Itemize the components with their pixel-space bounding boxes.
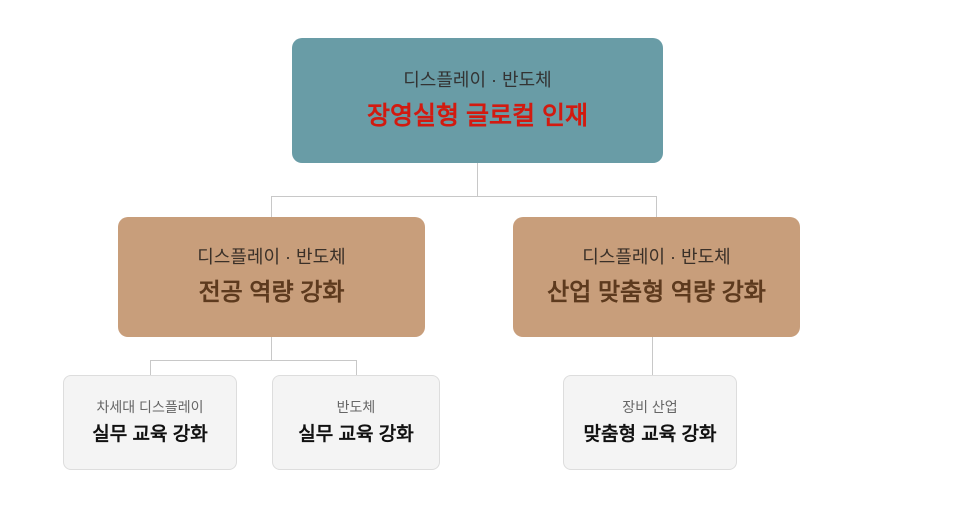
- leaf-node-subtitle: 차세대 디스플레이: [96, 398, 204, 415]
- connector-level3-left-stub: [150, 360, 151, 375]
- connector-level3-mid-stub: [356, 360, 357, 375]
- leaf-node-title: 실무 교육 강화: [298, 423, 414, 445]
- branch-node-subtitle: 디스플레이 · 반도체: [197, 246, 346, 267]
- connector-level2-across: [271, 196, 657, 197]
- root-node: 디스플레이 · 반도체 장영실형 글로컬 인재: [292, 38, 663, 163]
- connector-level3-across: [150, 360, 356, 361]
- leaf-node-title: 맞춤형 교육 강화: [583, 423, 717, 445]
- root-node-subtitle: 디스플레이 · 반도체: [403, 69, 552, 90]
- branch-node-industry-competency: 디스플레이 · 반도체 산업 맞춤형 역량 강화: [513, 217, 800, 337]
- leaf-node-subtitle: 반도체: [336, 398, 376, 415]
- connector-root-down: [477, 163, 478, 196]
- leaf-node-title: 실무 교육 강화: [92, 423, 208, 445]
- leaf-node-semiconductor: 반도체 실무 교육 강화: [272, 375, 440, 470]
- branch-node-major-competency: 디스플레이 · 반도체 전공 역량 강화: [118, 217, 425, 337]
- branch-node-title: 산업 맞춤형 역량 강화: [547, 279, 766, 307]
- branch-node-subtitle: 디스플레이 · 반도체: [582, 246, 731, 267]
- leaf-node-next-gen-display: 차세대 디스플레이 실무 교육 강화: [63, 375, 237, 470]
- branch-node-title: 전공 역량 강화: [198, 279, 345, 307]
- connector-level2-right-stub: [656, 196, 657, 217]
- connector-level2-left-stub: [271, 196, 272, 217]
- leaf-node-equipment-industry: 장비 산업 맞춤형 교육 강화: [563, 375, 737, 470]
- root-node-title: 장영실형 글로컬 인재: [367, 101, 588, 130]
- leaf-node-subtitle: 장비 산업: [622, 398, 678, 415]
- connector-branch-left-down: [271, 337, 272, 360]
- connector-branch-right-down: [652, 337, 653, 375]
